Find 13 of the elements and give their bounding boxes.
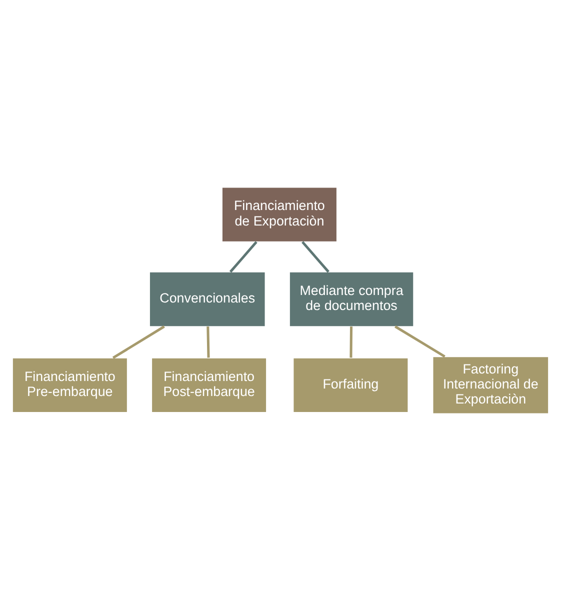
node-box: Financiamiento Pre-embarque xyxy=(12,358,128,413)
connector xyxy=(394,325,446,358)
node-box: Convencionales xyxy=(149,272,266,327)
connector xyxy=(302,241,330,273)
connector xyxy=(206,326,210,358)
node-box: Financiamiento de Exportaciòn xyxy=(222,186,338,242)
node-box: Forfaiting xyxy=(292,358,409,413)
connector xyxy=(112,325,165,359)
connector xyxy=(350,326,353,358)
node-box: Factoring Internacional de Exportaciòn xyxy=(432,356,549,414)
node-box: Mediante compra de documentos xyxy=(289,272,414,327)
connector xyxy=(229,241,258,273)
node-box: Financiamiento Post-embarque xyxy=(151,358,267,413)
